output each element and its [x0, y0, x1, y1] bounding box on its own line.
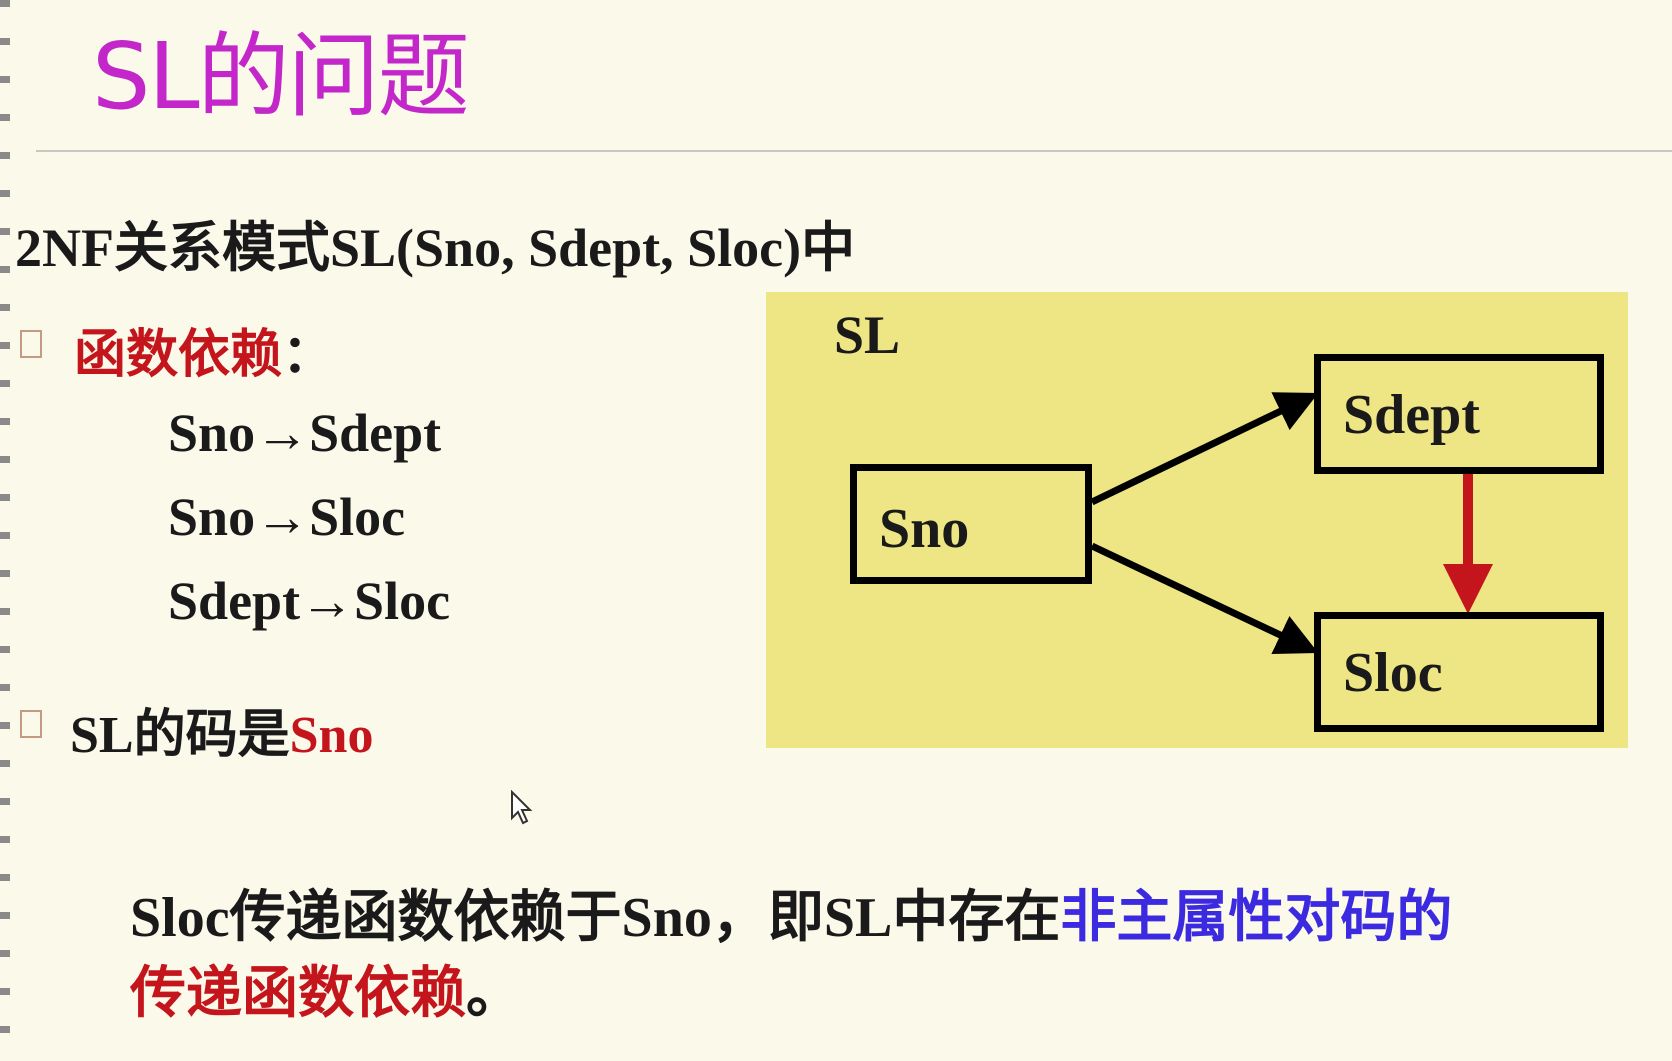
diagram-arrows: [1090, 392, 1493, 655]
bullet-square-icon: [20, 710, 42, 738]
relation-schema-line: 2NF关系模式SL(Sno, Sdept, Sloc)中: [15, 218, 856, 278]
conclusion-end: 。: [466, 963, 522, 1025]
dependency-item: Sno→Sdept: [168, 403, 442, 463]
conclusion-text: Sloc传递函数依赖于Sno，即SL中存在非主属性对码的传递函数依赖。: [130, 880, 1660, 1032]
diagram-title: SL: [834, 305, 901, 365]
fd-section-label: 函数依赖：: [74, 312, 334, 387]
node-sdept: Sdept: [1314, 354, 1604, 474]
dependency-item: Sno→Sloc: [168, 487, 406, 547]
conclusion-highlight-red: 传递函数依赖: [130, 963, 466, 1025]
node-sno: Sno: [850, 464, 1092, 584]
fd-label-colon: ：: [282, 327, 335, 384]
bullet-square-icon: [20, 330, 42, 358]
node-sloc: Sloc: [1314, 612, 1604, 732]
arrow-sno-sloc: [1090, 542, 1319, 655]
conclusion-highlight-blue: 非主属性对码的: [1060, 887, 1453, 949]
conclusion-part1: Sloc传递函数依赖于Sno，即SL中存在: [130, 887, 1061, 949]
arrow-sno-sdept: [1090, 392, 1319, 506]
slide-title: SL的问题: [92, 23, 470, 130]
key-prefix: SL的码是: [70, 707, 290, 764]
notebook-spiral: [0, 0, 10, 1061]
key-value: Sno: [289, 707, 374, 764]
mouse-cursor-icon: [511, 790, 533, 825]
title-divider: [36, 150, 1672, 152]
dependency-diagram: SL Sno Sdept Sloc: [766, 292, 1628, 748]
fd-label-text: 函数依赖: [74, 327, 283, 384]
dependency-item: Sdept→Sloc: [168, 571, 451, 631]
key-statement: SL的码是Sno: [70, 692, 373, 767]
